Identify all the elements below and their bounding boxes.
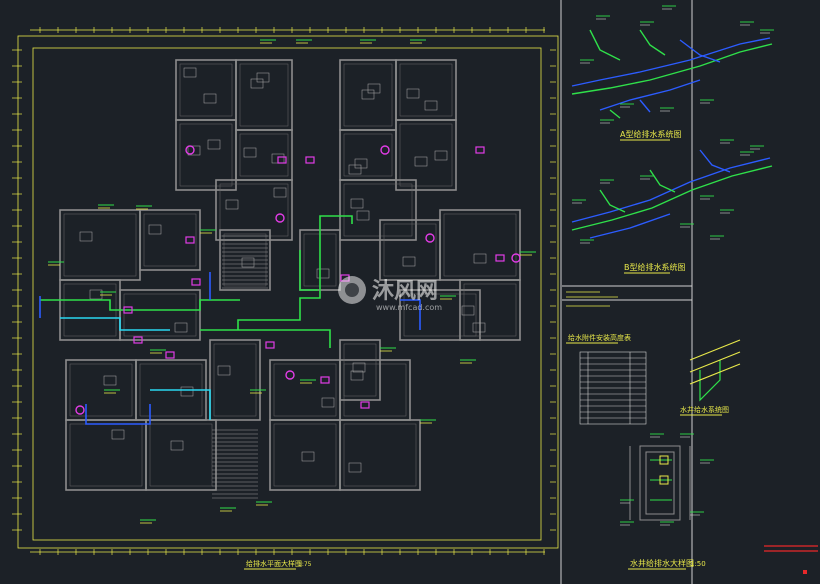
watermark-brand: 沐风网 bbox=[372, 279, 438, 304]
plumbing-fixtures bbox=[75, 145, 521, 415]
riser-system-caption: 水井给水系统图 bbox=[680, 405, 729, 414]
riser-detail-caption: 水井给排水大样图 bbox=[630, 558, 694, 568]
main-plan-caption: 给排水平面大样图 bbox=[246, 559, 302, 568]
riser-detail-plan bbox=[629, 445, 691, 521]
water-pipes bbox=[39, 215, 421, 425]
watermark: 沐风网 www.mfcad.com bbox=[338, 276, 442, 312]
floor-plan bbox=[59, 59, 521, 499]
riser-detail-labels bbox=[620, 433, 714, 526]
riser-system-diagram bbox=[689, 339, 741, 402]
system-b-labels bbox=[572, 139, 764, 244]
fixture-table-title: 给水附件安装高度表 bbox=[568, 333, 631, 342]
system-b-caption: B型给排水系统图 bbox=[624, 262, 686, 272]
main-plan-title: 给排水平面大样图 1:75 bbox=[244, 559, 312, 570]
system-a-diagram bbox=[571, 29, 773, 119]
dimension-frame bbox=[17, 29, 559, 553]
riser-detail-scale: 1:50 bbox=[690, 560, 706, 568]
pipe-labels bbox=[48, 39, 536, 524]
title-block-mark bbox=[764, 545, 818, 574]
watermark-url: www.mfcad.com bbox=[376, 303, 442, 312]
system-b-diagram bbox=[571, 149, 773, 239]
system-a-caption: A型给排水系统图 bbox=[620, 129, 681, 139]
sheet-frame bbox=[560, 0, 693, 584]
dimension-ticks bbox=[12, 27, 556, 555]
notes-block bbox=[566, 291, 618, 307]
system-a-labels bbox=[580, 5, 774, 124]
fixture-height-table: 给水附件安装高度表 bbox=[566, 333, 647, 425]
main-plan-scale: 1:75 bbox=[298, 561, 312, 568]
